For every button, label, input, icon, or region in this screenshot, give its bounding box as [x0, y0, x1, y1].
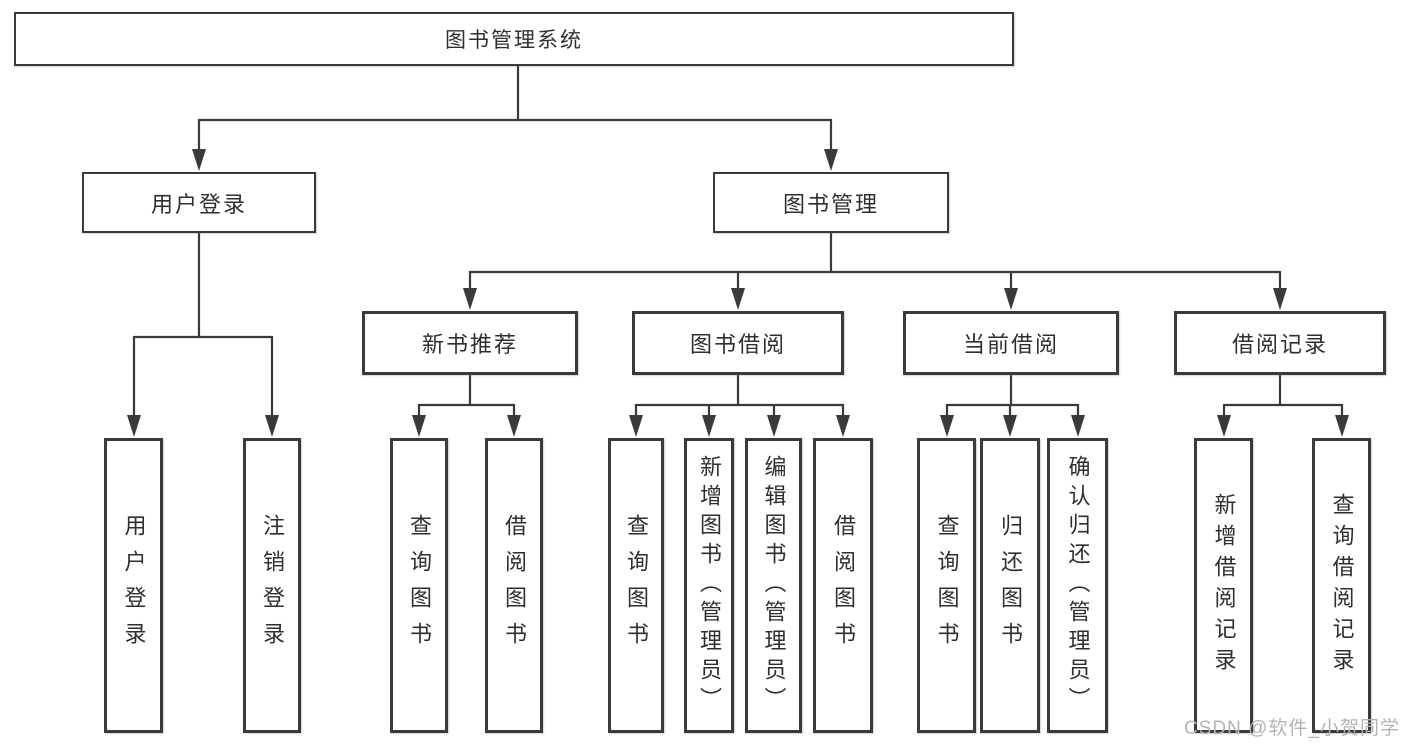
arrowhead-icon [940, 415, 954, 437]
leaf-query-books-current: 查询图书 [917, 438, 976, 733]
arrowhead-icon [1003, 415, 1017, 437]
arrowhead-icon [1004, 288, 1018, 310]
leaf-logout: 注销登录 [243, 438, 301, 733]
node-book-management: 图书管理 [713, 172, 949, 233]
node-system-root: 图书管理系统 [14, 12, 1014, 66]
leaf-add-books-admin: 新增图书（管理员） [684, 438, 734, 733]
node-new-book-recommend: 新书推荐 [362, 311, 578, 375]
leaf-query-borrow-record: 查询借阅记录 [1312, 438, 1371, 733]
node-borrow-records: 借阅记录 [1174, 311, 1386, 375]
arrowhead-icon [412, 415, 426, 437]
node-current-borrow: 当前借阅 [903, 311, 1119, 375]
arrowhead-icon [629, 415, 643, 437]
leaf-query-books-borrow: 查询图书 [608, 438, 664, 733]
arrowhead-icon [702, 415, 716, 437]
leaf-return-books: 归还图书 [980, 438, 1040, 733]
arrowhead-icon [1217, 415, 1231, 437]
connector-path [132, 66, 1344, 417]
arrowhead-icon [836, 415, 850, 437]
arrowhead-icon [767, 415, 781, 437]
arrowhead-icon [192, 149, 206, 171]
leaf-borrow-books: 借阅图书 [813, 438, 873, 733]
arrowhead-icon [1335, 415, 1349, 437]
arrowhead-icon [731, 288, 745, 310]
leaf-borrow-books-newbooks: 借阅图书 [485, 438, 543, 733]
arrowhead-icon [1273, 288, 1287, 310]
leaf-query-books-newbooks: 查询图书 [390, 438, 448, 733]
node-user-login: 用户登录 [82, 172, 316, 233]
csdn-watermark: CSDN @软件_小贺同学 [1184, 718, 1400, 739]
arrowhead-icon [265, 415, 279, 437]
arrowhead-icon [507, 415, 521, 437]
leaf-confirm-return-admin: 确认归还（管理员） [1047, 438, 1108, 733]
node-book-borrow: 图书借阅 [632, 311, 844, 375]
arrowhead-icon [1071, 415, 1085, 437]
arrowhead-icon [824, 149, 838, 171]
arrowhead-icon [127, 415, 141, 437]
leaf-user-login: 用户登录 [104, 438, 163, 733]
leaf-add-borrow-record: 新增借阅记录 [1194, 438, 1253, 733]
leaf-edit-books-admin: 编辑图书（管理员） [745, 438, 802, 733]
arrowhead-icon [463, 288, 477, 310]
